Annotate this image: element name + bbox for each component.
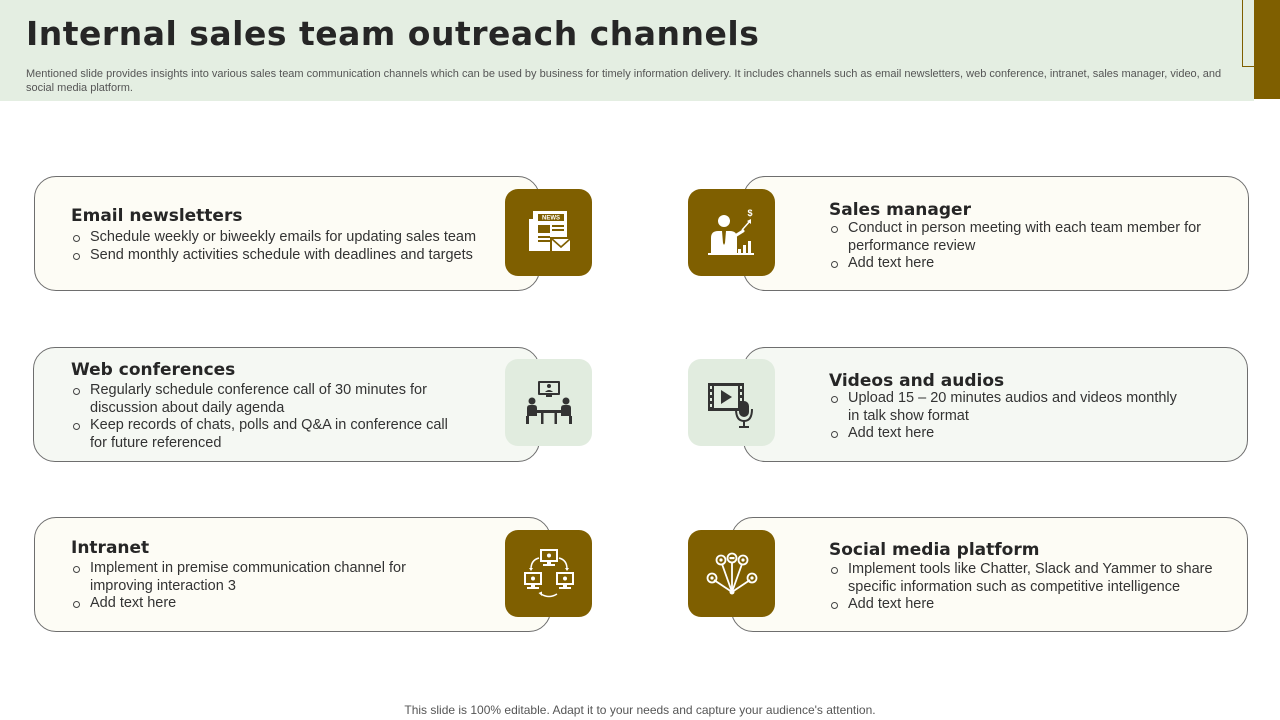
email-newsletters-icon-box: NEWS bbox=[505, 189, 592, 276]
list-item: Send monthly activities schedule with de… bbox=[72, 247, 492, 265]
web-conferences-icon-box bbox=[505, 359, 592, 446]
social-media-icon-box bbox=[688, 530, 775, 617]
intranet-title: Intranet bbox=[71, 538, 150, 558]
list-item: Add text here bbox=[72, 595, 452, 613]
card-videos-audios bbox=[743, 347, 1248, 462]
email-newsletters-bullets: Schedule weekly or biweekly emails for u… bbox=[72, 229, 492, 264]
web-conferences-title: Web conferences bbox=[71, 360, 236, 380]
card-sales-manager bbox=[743, 176, 1249, 291]
list-item: Add text here bbox=[830, 596, 1230, 614]
video-conference-icon bbox=[525, 380, 572, 424]
sales-manager-bullets: Conduct in person meeting with each team… bbox=[830, 220, 1215, 273]
footer-note: This slide is 100% editable. Adapt it to… bbox=[404, 703, 876, 717]
videos-audios-bullets: Upload 15 – 20 minutes audios and videos… bbox=[830, 390, 1190, 443]
news-badge-text: NEWS bbox=[542, 215, 560, 221]
svg-text:$: $ bbox=[747, 208, 752, 218]
list-item: Implement in premise communication chann… bbox=[72, 560, 452, 595]
network-computers-icon bbox=[523, 548, 574, 597]
list-item: Upload 15 – 20 minutes audios and videos… bbox=[830, 390, 1190, 425]
intranet-bullets: Implement in premise communication chann… bbox=[72, 560, 452, 613]
video-microphone-icon bbox=[707, 382, 753, 428]
social-media-title: Social media platform bbox=[829, 540, 1040, 560]
corner-accent-outline bbox=[1242, 0, 1269, 67]
list-item: Implement tools like Chatter, Slack and … bbox=[830, 561, 1230, 596]
header-band: Internal sales team outreach channels Me… bbox=[0, 0, 1254, 101]
page-title: Internal sales team outreach channels bbox=[26, 14, 760, 53]
videos-audios-icon-box bbox=[688, 359, 775, 446]
card-email-newsletters bbox=[34, 176, 540, 291]
card-intranet bbox=[34, 517, 551, 632]
list-item: Conduct in person meeting with each team… bbox=[830, 220, 1215, 255]
list-item: Add text here bbox=[830, 425, 1190, 443]
web-conferences-bullets: Regularly schedule conference call of 30… bbox=[72, 382, 467, 452]
sales-manager-icon-box: $ bbox=[688, 189, 775, 276]
corner-accent bbox=[1254, 0, 1280, 99]
videos-audios-title: Videos and audios bbox=[829, 371, 1005, 391]
list-item: Schedule weekly or biweekly emails for u… bbox=[72, 229, 492, 247]
email-newsletters-title: Email newsletters bbox=[71, 206, 243, 226]
list-item: Regularly schedule conference call of 30… bbox=[72, 382, 467, 417]
social-media-bullets: Implement tools like Chatter, Slack and … bbox=[830, 561, 1230, 614]
card-web-conferences bbox=[33, 347, 540, 462]
sales-manager-title: Sales manager bbox=[829, 200, 971, 220]
list-item: Add text here bbox=[830, 255, 1215, 273]
card-social-media bbox=[731, 517, 1248, 632]
social-network-icon bbox=[706, 552, 757, 594]
businessman-presenting-icon: $ bbox=[707, 208, 754, 255]
newspaper-envelope-icon: NEWS bbox=[528, 210, 572, 253]
list-item: Keep records of chats, polls and Q&A in … bbox=[72, 417, 467, 452]
intranet-icon-box bbox=[505, 530, 592, 617]
page-subtitle: Mentioned slide provides insights into v… bbox=[26, 68, 1222, 94]
